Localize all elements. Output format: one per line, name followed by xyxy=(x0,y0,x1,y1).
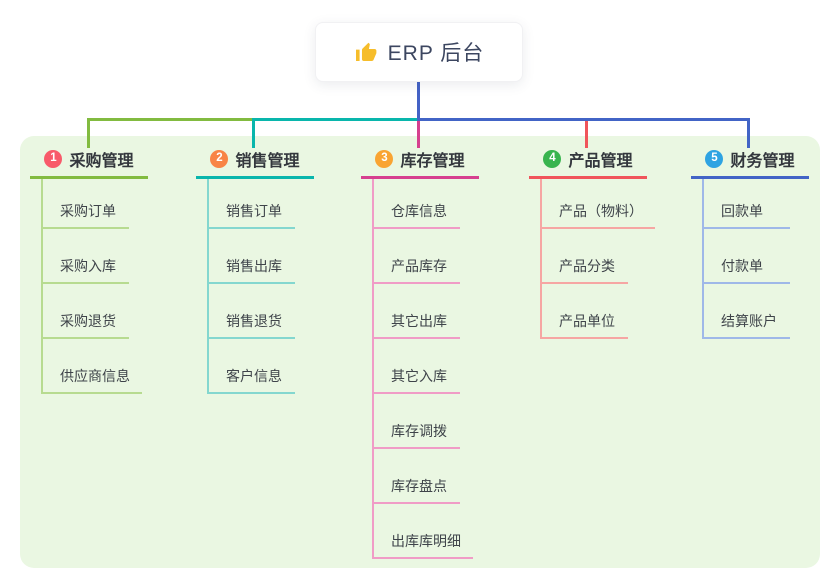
branch-header-5[interactable]: 5 财务管理 xyxy=(691,148,809,179)
child-node[interactable]: 客户信息 xyxy=(209,339,295,394)
branch-number-badge: 1 xyxy=(44,150,63,168)
branch-column: 2 销售管理 销售订单销售出库销售退货客户信息 xyxy=(196,148,314,394)
branch-label: 产品管理 xyxy=(568,153,633,170)
branch-children: 回款单付款单结算账户 xyxy=(702,179,809,339)
connector-segment xyxy=(87,118,90,148)
root-title: ERP 后台 xyxy=(387,42,485,65)
branches-panel xyxy=(20,136,820,568)
branch-number-badge: 2 xyxy=(210,150,229,168)
root-node[interactable]: ERP 后台 xyxy=(315,22,523,82)
child-node[interactable]: 产品库存 xyxy=(374,229,460,284)
branch-header-1[interactable]: 1 采购管理 xyxy=(30,148,148,179)
connector-segment xyxy=(87,118,255,121)
child-node[interactable]: 其它出库 xyxy=(374,284,460,339)
child-node[interactable]: 销售订单 xyxy=(209,179,295,229)
branch-label: 采购管理 xyxy=(69,153,134,170)
branch-label: 财务管理 xyxy=(730,153,795,170)
child-node[interactable]: 产品分类 xyxy=(542,229,628,284)
child-node[interactable]: 付款单 xyxy=(704,229,790,284)
child-node[interactable]: 产品（物料） xyxy=(542,179,655,229)
child-node[interactable]: 采购入库 xyxy=(43,229,129,284)
branch-header-3[interactable]: 3 库存管理 xyxy=(361,148,479,179)
branch-children: 仓库信息产品库存其它出库其它入库库存调拨库存盘点出库库明细 xyxy=(372,179,479,559)
connector-segment xyxy=(417,121,420,148)
child-node[interactable]: 采购订单 xyxy=(43,179,129,229)
branch-column: 4 产品管理 产品（物料）产品分类产品单位 xyxy=(529,148,655,339)
child-node[interactable]: 库存盘点 xyxy=(374,449,460,504)
branch-children: 产品（物料）产品分类产品单位 xyxy=(540,179,655,339)
branch-number-badge: 5 xyxy=(705,150,724,168)
branch-column: 5 财务管理 回款单付款单结算账户 xyxy=(691,148,809,339)
connector-segment xyxy=(252,118,420,121)
branch-number-badge: 4 xyxy=(543,150,562,168)
branch-label: 销售管理 xyxy=(235,153,300,170)
branch-children: 销售订单销售出库销售退货客户信息 xyxy=(207,179,314,394)
connector-segment xyxy=(747,118,750,148)
branch-column: 3 库存管理 仓库信息产品库存其它出库其它入库库存调拨库存盘点出库库明细 xyxy=(361,148,479,559)
child-node[interactable]: 结算账户 xyxy=(704,284,790,339)
branch-header-2[interactable]: 2 销售管理 xyxy=(196,148,314,179)
connector-segment xyxy=(417,82,420,121)
child-node[interactable]: 供应商信息 xyxy=(43,339,142,394)
thumbs-up-icon xyxy=(355,42,377,61)
child-node[interactable]: 库存调拨 xyxy=(374,394,460,449)
child-node[interactable]: 产品单位 xyxy=(542,284,628,339)
connector-segment xyxy=(417,118,750,121)
child-node[interactable]: 其它入库 xyxy=(374,339,460,394)
branch-column: 1 采购管理 采购订单采购入库采购退货供应商信息 xyxy=(30,148,148,394)
child-node[interactable]: 销售退货 xyxy=(209,284,295,339)
connector-segment xyxy=(585,121,588,148)
connector-segment xyxy=(252,118,255,148)
child-node[interactable]: 采购退货 xyxy=(43,284,129,339)
branch-label: 库存管理 xyxy=(400,153,465,170)
branch-header-4[interactable]: 4 产品管理 xyxy=(529,148,647,179)
child-node[interactable]: 出库库明细 xyxy=(374,504,473,559)
branch-number-badge: 3 xyxy=(375,150,394,168)
branch-children: 采购订单采购入库采购退货供应商信息 xyxy=(41,179,148,394)
child-node[interactable]: 仓库信息 xyxy=(374,179,460,229)
child-node[interactable]: 回款单 xyxy=(704,179,790,229)
child-node[interactable]: 销售出库 xyxy=(209,229,295,284)
